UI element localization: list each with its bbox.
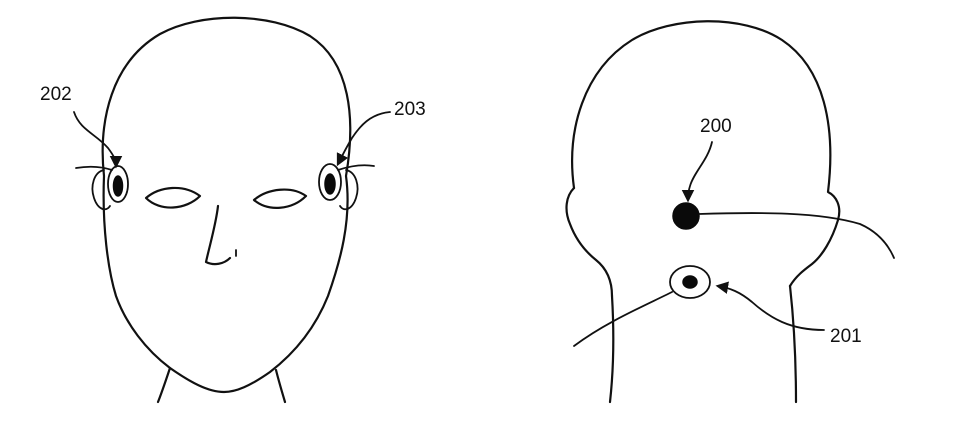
back-neck-right — [788, 284, 798, 404]
electrode-202 — [112, 175, 124, 197]
label-200: 200 — [700, 116, 732, 137]
front-right-ear — [318, 163, 375, 211]
back-head-left-jaw — [565, 186, 614, 298]
back-neck-left — [608, 294, 615, 404]
electrode-203 — [324, 173, 336, 195]
wire-202 — [75, 165, 113, 171]
wire-201 — [573, 291, 673, 347]
front-neck-left — [156, 366, 172, 404]
front-left-ear — [75, 165, 129, 211]
back-head-outline — [571, 20, 841, 288]
front-nose — [204, 204, 232, 266]
wire-200 — [698, 212, 895, 259]
front-left-eye — [144, 186, 202, 209]
arrow-200 — [681, 141, 713, 203]
label-201: 201 — [830, 326, 862, 347]
electrode-201 — [682, 275, 698, 289]
arrow-202 — [73, 111, 123, 169]
label-203: 203 — [394, 99, 426, 120]
front-view-head — [75, 16, 375, 404]
label-202: 202 — [40, 84, 72, 105]
front-neck-right — [274, 368, 287, 404]
front-right-eye — [252, 188, 308, 209]
electrode-200 — [672, 202, 700, 230]
front-head-outline — [101, 16, 352, 394]
label-202-group: 202 — [40, 84, 123, 169]
label-200-group: 200 — [681, 116, 732, 203]
label-201-group: 201 — [715, 281, 862, 347]
label-203-group: 203 — [336, 99, 426, 167]
arrow-201 — [715, 281, 825, 331]
arrow-203 — [336, 111, 391, 167]
wire-203 — [337, 164, 375, 171]
back-view-head — [565, 20, 895, 404]
